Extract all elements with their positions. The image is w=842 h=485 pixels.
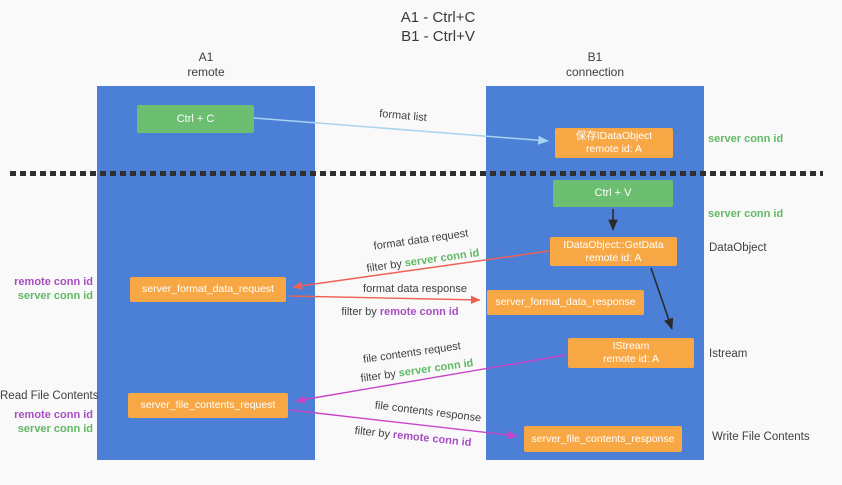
node-server-format-data-request-label: server_format_data_request xyxy=(142,283,274,295)
node-save-idataobject-line1: 保存IDataObject xyxy=(575,130,653,142)
node-idataobject-getdata-line2: remote id: A xyxy=(585,251,642,264)
node-save-idataobject-line2: remote id: A xyxy=(585,143,643,155)
node-server-file-contents-response-label: server_file_contents_response xyxy=(531,432,675,445)
annotation-server-conn-id-left-1: server conn id xyxy=(17,289,93,302)
node-ctrl-v: Ctrl + V xyxy=(553,180,673,207)
lane-a1-header: A1 remote xyxy=(187,50,224,80)
filter-by-text-3: filter by xyxy=(359,368,397,385)
node-server-format-data-response-label: server_format_data_response xyxy=(495,296,636,308)
filter-by-text-4: filter by xyxy=(354,424,391,441)
label-file-contents-response: file contents response xyxy=(374,399,482,425)
node-ctrl-v-label: Ctrl + V xyxy=(594,187,632,199)
node-idataobject-getdata: IDataObject::GetData remote id: A xyxy=(550,237,677,266)
lane-b1-header: B1 connection xyxy=(566,50,624,80)
label-format-list: format list xyxy=(378,107,428,125)
lane-b1-title: B1 xyxy=(587,50,603,64)
node-istream-line2: remote id: A xyxy=(602,353,660,365)
arrow-format-data-response xyxy=(288,295,481,305)
lane-a1-title: A1 xyxy=(198,50,214,64)
annotation-istream: Istream xyxy=(709,348,748,360)
node-idataobject-getdata-line1: IDataObject::GetData xyxy=(563,238,664,251)
title-line-1: A1 - Ctrl+C xyxy=(400,9,476,26)
annotation-dataobject: DataObject xyxy=(709,242,767,254)
lane-a1-subtitle: remote xyxy=(187,65,225,79)
node-ctrl-c-label: Ctrl + C xyxy=(176,112,215,125)
node-server-format-data-response: server_format_data_response xyxy=(487,290,644,315)
node-istream: IStream remote id: A xyxy=(568,338,694,368)
annotation-conn-ids-left-2: remote conn id server conn id xyxy=(0,409,93,436)
title-line-2: B1 - Ctrl+V xyxy=(401,28,475,45)
label-format-data-response: format data response xyxy=(363,283,467,295)
annotation-server-conn-id-right-2: server conn id xyxy=(708,208,784,220)
node-server-format-data-request: server_format_data_request xyxy=(130,277,286,302)
server-conn-id-key-2: server conn id xyxy=(397,357,475,380)
annotation-server-conn-id-right-1: server conn id xyxy=(708,133,784,145)
server-conn-id-key-1: server conn id xyxy=(403,247,481,270)
node-server-file-contents-request: server_file_contents_request xyxy=(128,393,288,418)
remote-conn-id-key-1: remote conn id xyxy=(379,306,459,318)
session-divider-dotted-line xyxy=(10,171,823,176)
node-ctrl-c: Ctrl + C xyxy=(137,105,254,133)
filter-by-text-2: filter by xyxy=(341,306,377,318)
node-server-file-contents-response: server_file_contents_response xyxy=(524,426,682,452)
annotation-write-file-contents: Write File Contents xyxy=(712,431,810,443)
remote-conn-id-key-2: remote conn id xyxy=(392,428,472,450)
filter-by-text-1: filter by xyxy=(365,258,403,275)
annotation-remote-conn-id-left-1: remote conn id xyxy=(14,276,93,288)
label-format-data-request: format data request xyxy=(372,227,470,253)
node-save-idataobject: 保存IDataObject remote id: A xyxy=(555,128,673,158)
node-istream-line1: IStream xyxy=(612,340,650,352)
annotation-conn-ids-left-1: remote conn id server conn id xyxy=(0,276,93,303)
annotation-remote-conn-id-left-2: remote conn id xyxy=(14,409,93,421)
annotation-server-conn-id-left-2: server conn id xyxy=(17,422,93,435)
annotation-read-file-contents: Read File Contents xyxy=(0,390,99,402)
diagram-title: A1 - Ctrl+C B1 - Ctrl+V xyxy=(401,8,476,46)
node-server-file-contents-request-label: server_file_contents_request xyxy=(140,399,276,411)
lane-b1-subtitle: connection xyxy=(565,65,625,79)
